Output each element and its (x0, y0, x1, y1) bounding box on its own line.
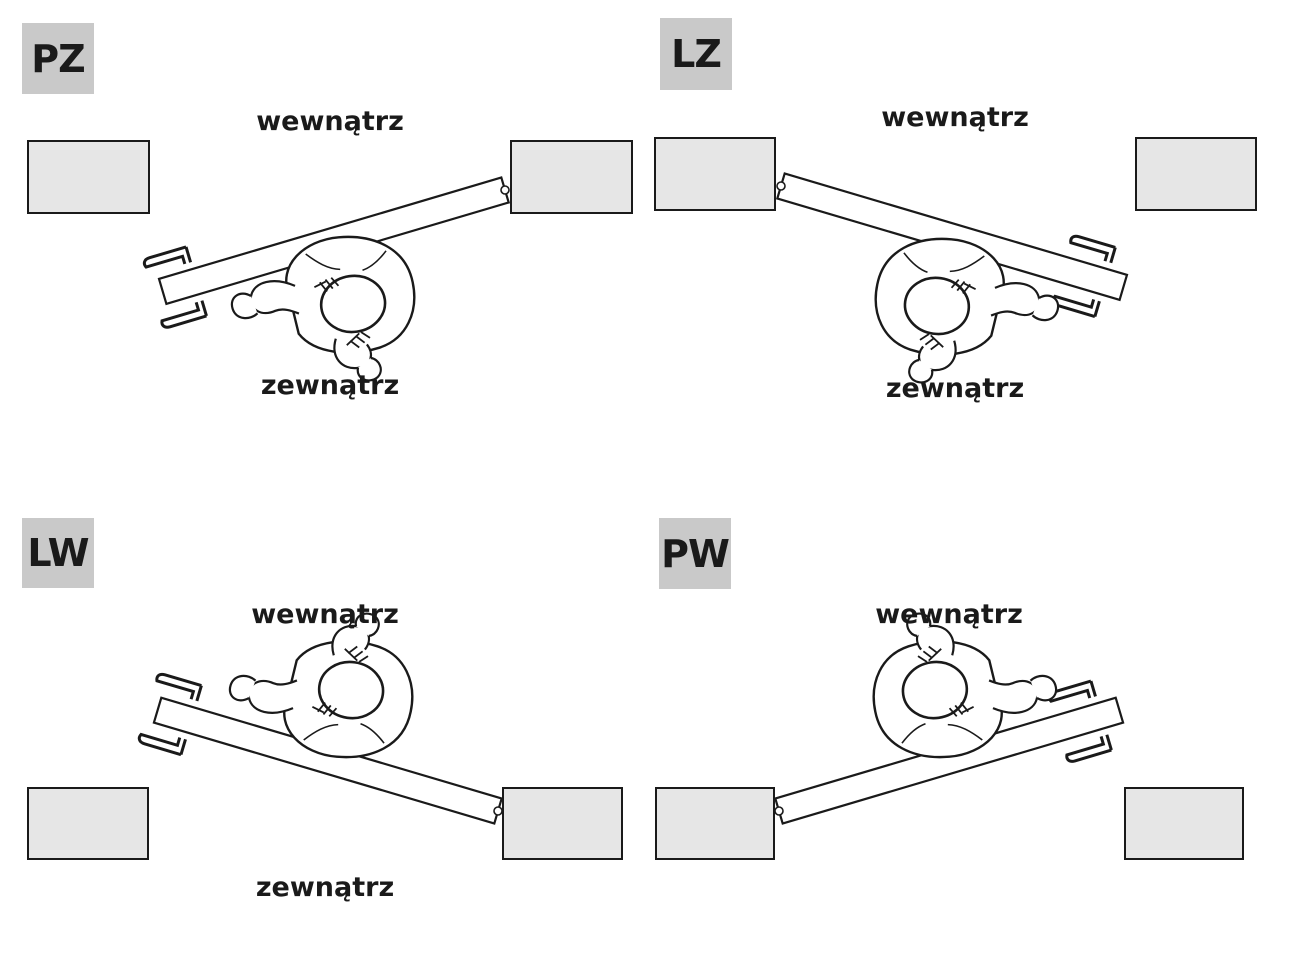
wall-left (27, 787, 149, 860)
panel-pz (27, 140, 633, 400)
panel-lz (654, 137, 1257, 402)
wall-right (502, 787, 623, 860)
panel-code-badge: LW (22, 518, 94, 588)
hinge-icon (500, 185, 510, 195)
wall-left (27, 140, 150, 214)
wall-right (510, 140, 633, 214)
wall-left (655, 787, 775, 860)
wall-right (1124, 787, 1244, 860)
inside-label: wewnątrz (251, 599, 399, 630)
panel-code-badge: PW (659, 518, 731, 589)
panel-code-badge: LZ (660, 18, 732, 90)
hinge-icon (774, 806, 784, 816)
wall-left (654, 137, 776, 211)
outside-label: zewnątrz (255, 872, 395, 903)
panel-code-badge: PZ (22, 23, 94, 94)
panel-lw (27, 594, 623, 860)
inside-label: wewnątrz (875, 599, 1023, 630)
inside-label: wewnątrz (881, 102, 1029, 133)
inside-label: wewnątrz (256, 106, 404, 137)
outside-label: zewnątrz (885, 373, 1025, 404)
panel-pw (655, 594, 1244, 860)
hinge-icon (493, 806, 503, 816)
wall-right (1135, 137, 1257, 211)
outside-label: zewnątrz (260, 370, 400, 401)
hinge-icon (776, 181, 786, 191)
